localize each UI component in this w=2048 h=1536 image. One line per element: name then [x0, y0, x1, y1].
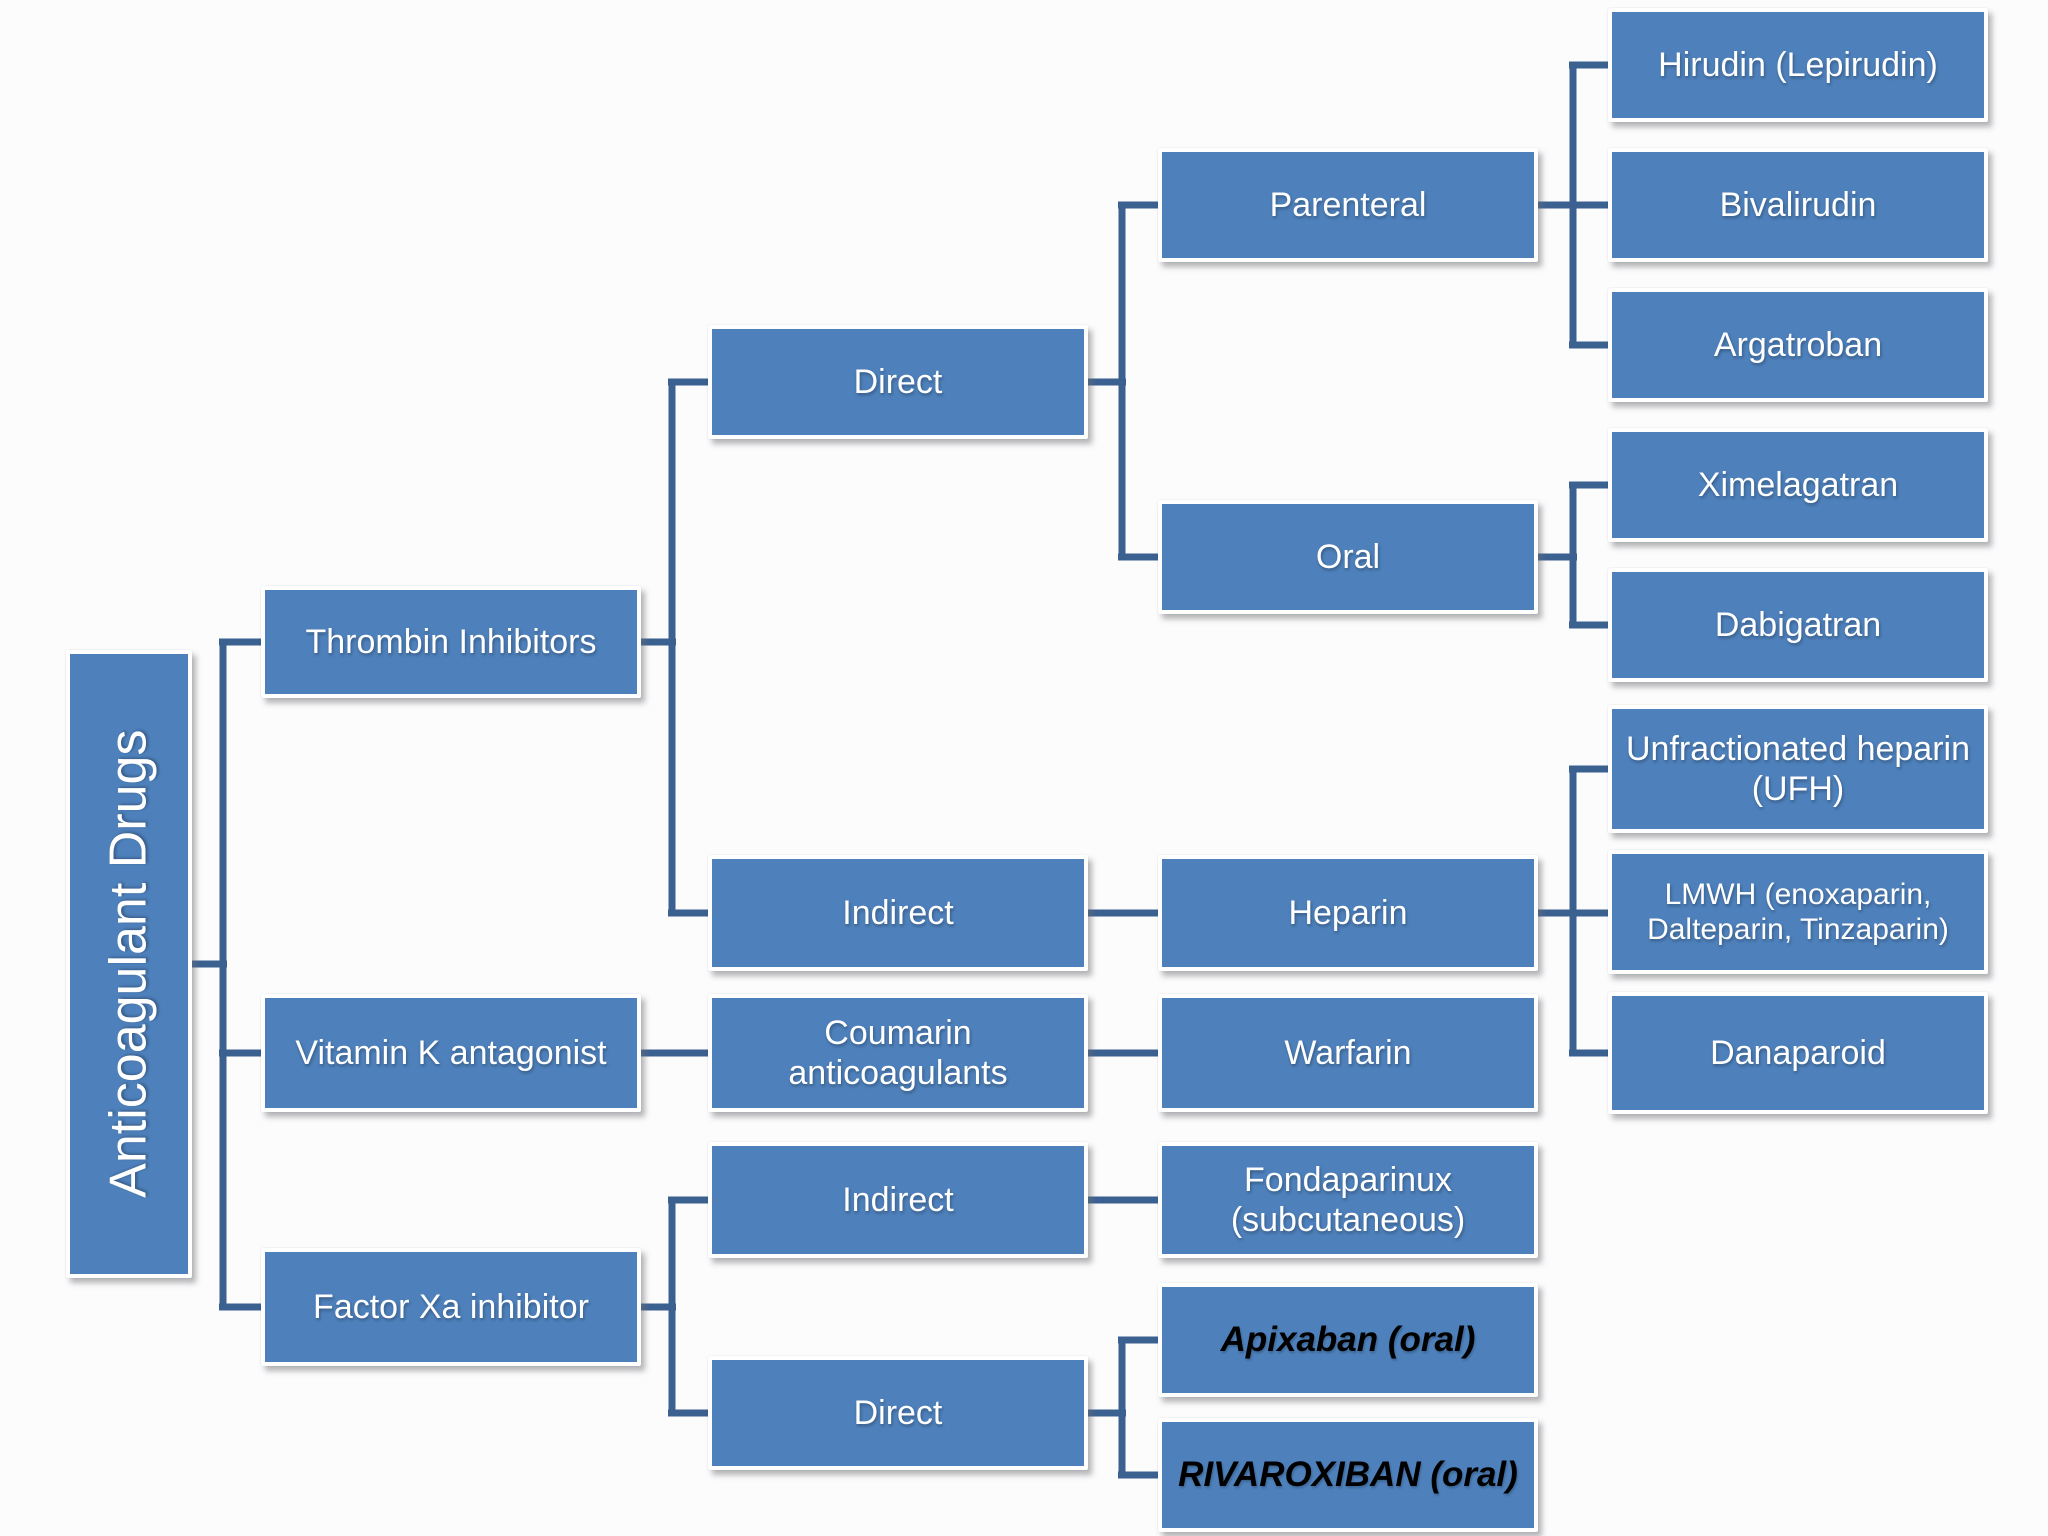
node-label: Oral — [1315, 537, 1381, 576]
node-unfractionated-heparin-ufh: Unfractionated heparin (UFH) — [1608, 705, 1988, 833]
node-rivaroxiban: RIVAROXIBAN (oral) — [1158, 1418, 1538, 1532]
node-anticoagulant-drugs: Anticoagulant Drugs — [66, 650, 192, 1278]
node-label: Bivalirudin — [1719, 185, 1877, 224]
node-label: Factor Xa inhibitor — [313, 1287, 589, 1326]
node-hirudin-lepirudin: Hirudin (Lepirudin) — [1608, 8, 1988, 122]
node-label: Indirect — [842, 893, 954, 932]
node-lmwh: LMWH (enoxaparin, Dalteparin, Tinzaparin… — [1608, 850, 1988, 974]
node-label: Direct — [853, 1393, 943, 1432]
node-label: LMWH (enoxaparin, Dalteparin, Tinzaparin… — [1647, 877, 1949, 946]
node-label: Warfarin — [1284, 1033, 1412, 1072]
node-label: Argatroban — [1713, 325, 1883, 364]
node-direct-factor-xa: Direct — [708, 1356, 1088, 1470]
node-argatroban: Argatroban — [1608, 288, 1988, 402]
node-parenteral: Parenteral — [1158, 148, 1538, 262]
node-dabigatran: Dabigatran — [1608, 568, 1988, 682]
node-label: RIVAROXIBAN (oral) — [1178, 1455, 1518, 1495]
node-bivalirudin: Bivalirudin — [1608, 148, 1988, 262]
node-label: Indirect — [842, 1180, 954, 1219]
node-label: Apixaban (oral) — [1220, 1320, 1476, 1360]
node-fondaparinux: Fondaparinux (subcutaneous) — [1158, 1142, 1538, 1258]
node-coumarin-anticoagulants: Coumarin anticoagulants — [708, 994, 1088, 1112]
node-apixaban: Apixaban (oral) — [1158, 1283, 1538, 1397]
node-label: Heparin — [1288, 893, 1408, 932]
node-ximelagatran: Ximelagatran — [1608, 428, 1988, 542]
node-danaparoid: Danaparoid — [1608, 992, 1988, 1114]
node-label: Hirudin (Lepirudin) — [1658, 45, 1938, 84]
node-indirect-thrombin: Indirect — [708, 855, 1088, 971]
node-label: Dabigatran — [1714, 605, 1882, 644]
node-direct-thrombin: Direct — [708, 325, 1088, 439]
node-vitamin-k-antagonist: Vitamin K antagonist — [261, 994, 641, 1112]
node-label: Direct — [853, 362, 943, 401]
node-label: Danaparoid — [1710, 1033, 1886, 1072]
connector-path — [192, 61, 1608, 1479]
node-heparin: Heparin — [1158, 855, 1538, 971]
node-label: Coumarin anticoagulants — [788, 1013, 1008, 1092]
node-warfarin: Warfarin — [1158, 994, 1538, 1112]
node-label: Thrombin Inhibitors — [305, 622, 597, 661]
node-label: Anticoagulant Drugs — [99, 729, 158, 1199]
node-factor-xa-inhibitor: Factor Xa inhibitor — [261, 1248, 641, 1366]
node-oral: Oral — [1158, 500, 1538, 614]
node-thrombin-inhibitors: Thrombin Inhibitors — [261, 586, 641, 698]
node-label: Parenteral — [1269, 185, 1427, 224]
node-label: Ximelagatran — [1697, 465, 1899, 504]
node-indirect-factor-xa: Indirect — [708, 1142, 1088, 1258]
node-label: Unfractionated heparin (UFH) — [1625, 729, 1970, 808]
node-label: Vitamin K antagonist — [295, 1033, 607, 1072]
node-label: Fondaparinux (subcutaneous) — [1230, 1160, 1466, 1239]
